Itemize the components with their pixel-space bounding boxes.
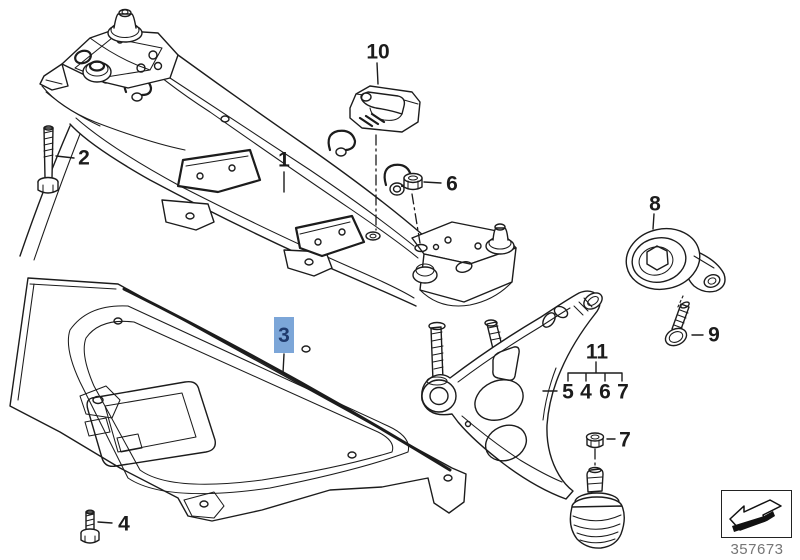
callout-row-5[interactable]: 5 (562, 380, 574, 404)
callout-3-highlighted[interactable]: 3 (274, 317, 294, 353)
bolt-9-drawing (664, 301, 690, 347)
callout-10[interactable]: 10 (366, 40, 390, 64)
plate-seal-edge (122, 287, 452, 472)
subframe-crossmember-drawing (19, 8, 517, 382)
callout-row-7[interactable]: 7 (617, 380, 629, 404)
callout-11[interactable]: 11 (585, 340, 609, 364)
callout-6[interactable]: 6 (446, 172, 458, 196)
nut-7-drawing (585, 432, 605, 449)
leader-lines (55, 62, 704, 524)
callout-2[interactable]: 2 (78, 146, 90, 170)
subframe-left-bushing (82, 60, 112, 83)
callout-bracket-11 (567, 361, 623, 382)
reinforcement-plate-drawing (9, 277, 467, 522)
callout-1[interactable]: 1 (278, 148, 290, 172)
callout-9[interactable]: 9 (708, 323, 720, 347)
diagram-nav-box[interactable] (721, 490, 792, 538)
rubber-mount-8-drawing (625, 227, 726, 293)
subframe-top-stud (107, 8, 143, 43)
arm-front-bushing (421, 376, 457, 413)
callout-row-4[interactable]: 4 (580, 380, 592, 404)
bolt-2-drawing (37, 125, 59, 194)
diagram-number: 357673 (730, 541, 784, 558)
callout-8[interactable]: 8 (649, 192, 661, 216)
stop-bracket-10-drawing (349, 85, 421, 133)
callout-7[interactable]: 7 (619, 428, 631, 452)
subframe-end-bracket (411, 221, 517, 350)
back-arrow-icon (729, 499, 782, 532)
callout-row-6[interactable]: 6 (599, 380, 611, 404)
arm-ball-joint (569, 466, 625, 549)
nut-6-drawing (403, 172, 423, 191)
callout-4[interactable]: 4 (118, 512, 130, 536)
subframe-to-arm-stud (428, 321, 446, 382)
control-arm-drawing (421, 290, 625, 549)
bolt-4-drawing (80, 509, 100, 544)
